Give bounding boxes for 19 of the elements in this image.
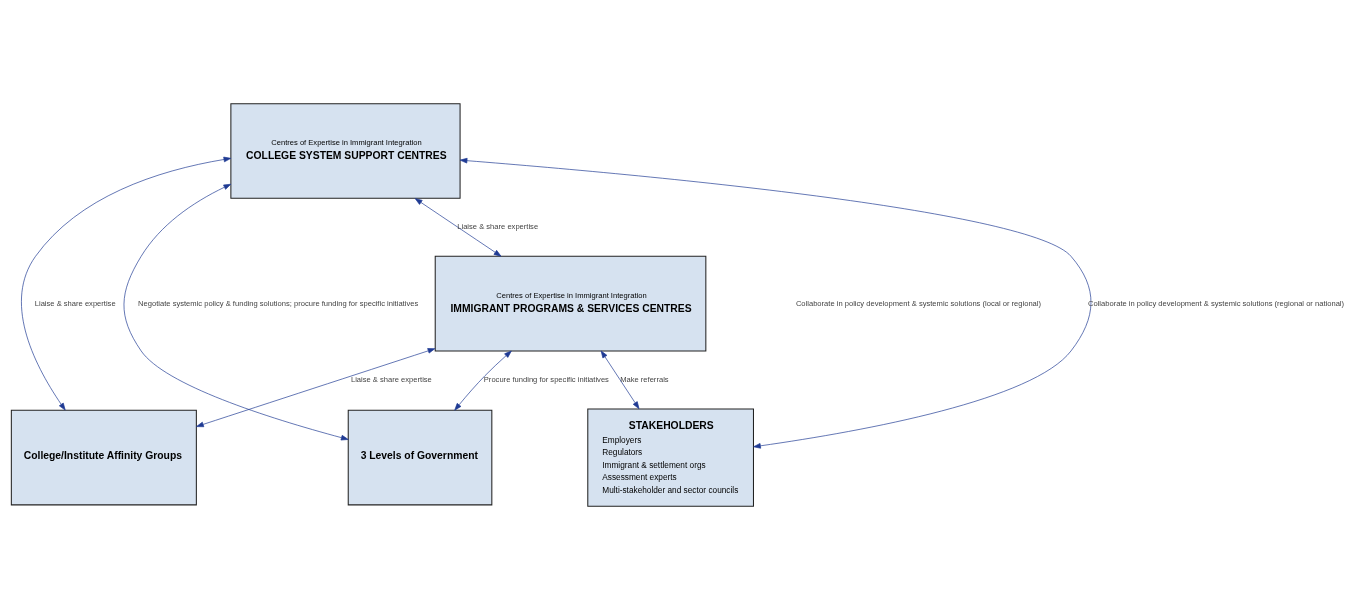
node-box: College/Institute Affinity Groups xyxy=(10,409,197,505)
arrow xyxy=(414,197,502,257)
edge-label: Negotiate systemic policy & funding solutions; procure funding for specific initiatives xyxy=(138,298,419,308)
edge-label: Liaise & share expertise xyxy=(350,374,432,384)
node-box: Centres of Expertise in Immigrant Integration IMMIGRANT PROGRAMS & SERVICES CENTRES xyxy=(434,255,707,351)
edge-label: Make referrals xyxy=(620,374,669,384)
arrow xyxy=(454,350,512,411)
edge-label: Liaise & share expertise xyxy=(34,298,116,308)
arrow xyxy=(600,350,640,409)
edge-label: Procure funding for specific initiatives xyxy=(483,374,609,384)
label: Collaborate in policy development & systemic solutions (local or regional) xyxy=(795,298,1042,308)
edge-label: Liaise & share expertise xyxy=(457,221,539,231)
arrow xyxy=(123,183,349,440)
arrow xyxy=(196,347,436,427)
node-box: Centres of Expertise in Immigrant Integration COLLEGE SYSTEM SUPPORT CENTRES xyxy=(230,102,461,199)
arrow xyxy=(21,156,232,410)
node-box: 3 Levels of Government xyxy=(347,409,493,505)
arrow xyxy=(459,157,1092,449)
edge-label: Collaborate in policy development & systemic solutions (regional or national) xyxy=(1087,298,1345,308)
